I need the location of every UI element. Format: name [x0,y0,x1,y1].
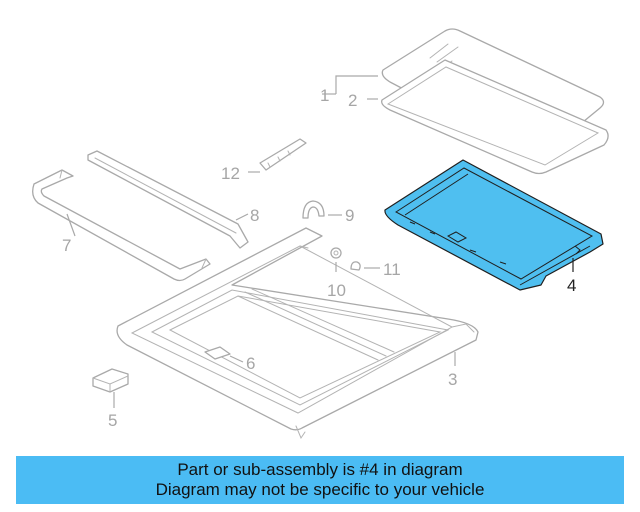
part-8-long-rail [87,150,249,249]
part-6-plate [204,346,231,360]
callout-5: 5 [108,411,117,430]
callout-9: 9 [345,206,354,225]
part-11-screw [350,261,361,271]
part-4-sunshade-assembly [384,159,604,291]
callout-10: 10 [327,281,346,300]
banner-line-disclaimer: Diagram may not be specific to your vehi… [155,480,485,499]
callout-1: 1 [320,86,329,105]
leader-lines [66,75,574,408]
callout-2: 2 [348,91,357,110]
part-10-nut [330,247,342,259]
part-12-bracket-strip [259,138,307,171]
callout-4: 4 [567,276,576,295]
callout-7: 7 [62,236,71,255]
part-2-glass-frame [381,59,609,175]
part-7-side-rail [32,169,211,282]
banner-line-part: Part or sub-assembly is #4 in diagram [177,460,463,479]
part-3-housing-frame [116,227,479,440]
callout-8: 8 [250,206,259,225]
part-9-clip [302,200,325,219]
part-5-bracket [92,368,129,393]
callout-11: 11 [383,260,401,279]
info-banner: Part or sub-assembly is #4 in diagram Di… [16,456,624,504]
callout-6: 6 [246,354,255,373]
callout-3: 3 [448,370,457,389]
callout-12: 12 [221,164,240,183]
